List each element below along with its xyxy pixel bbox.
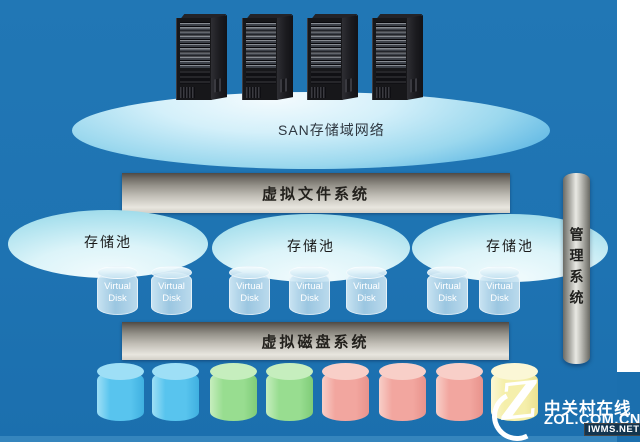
bottom-edge-strip: [0, 436, 617, 442]
virtual-disk-label: Virtual Disk: [486, 281, 513, 305]
cylinder-cap: [322, 363, 369, 380]
physical-disk-cylinder: [152, 363, 199, 421]
server-panel: [180, 71, 210, 84]
cylinder-cap: [266, 363, 313, 380]
cylinder-cap: [97, 363, 144, 380]
virtual-disk-cylinder: Virtual Disk: [427, 266, 468, 315]
storage-pool-label: 存储池: [84, 234, 132, 250]
server-front: [242, 18, 278, 100]
cylinder-cap: [289, 266, 330, 279]
virtual-disk-cylinder: Virtual Disk: [229, 266, 270, 315]
server-vents: [311, 87, 326, 98]
virtual-disk-cylinder: Virtual Disk: [151, 266, 192, 315]
physical-disk-cylinder: [379, 363, 426, 421]
virtual-disk-system-bar: 虚拟磁盘系统: [122, 322, 509, 360]
san-network-label: SAN存储域网络: [278, 122, 385, 138]
virtual-disk-label: Virtual Disk: [353, 281, 380, 305]
cylinder-cap: [427, 266, 468, 279]
server-panel: [246, 71, 276, 84]
cylinder-cap: [479, 266, 520, 279]
server-front: [176, 18, 212, 100]
cylinder-body: [289, 272, 330, 315]
cylinder-cap: [491, 363, 538, 380]
cylinder-cap: [210, 363, 257, 380]
server-side: [277, 15, 293, 100]
server-side: [342, 15, 358, 100]
virtual-disk-label: Virtual Disk: [236, 281, 263, 305]
watermark-site-name: 中关村在线: [544, 400, 632, 418]
cylinder-cap: [152, 363, 199, 380]
server-side-grill: [410, 77, 420, 93]
cylinder-body: [346, 272, 387, 315]
cylinder-body: [229, 272, 270, 315]
server-drive-bays: [180, 22, 210, 68]
server-panel: [376, 71, 406, 84]
virtual-disk-cylinder: Virtual Disk: [346, 266, 387, 315]
physical-disk-cylinder: [491, 363, 538, 421]
server-side: [407, 15, 423, 100]
virtual-file-system-bar: 虚拟文件系统: [122, 173, 510, 213]
tower-server-icon: [372, 12, 424, 102]
tower-server-icon: [242, 12, 294, 102]
physical-disk-cylinder: [266, 363, 313, 421]
virtual-disk-label: Virtual Disk: [158, 281, 185, 305]
virtual-disk-cylinder: Virtual Disk: [289, 266, 330, 315]
virtual-disk-label: Virtual Disk: [434, 281, 461, 305]
storage-pool-label: 存储池: [486, 238, 534, 254]
server-side-grill: [345, 77, 355, 93]
management-system-bar: 管理系统: [563, 173, 590, 364]
cylinder-cap: [436, 363, 483, 380]
server-front: [307, 18, 343, 100]
virtual-disk-cylinder: Virtual Disk: [479, 266, 520, 315]
server-drive-bays: [376, 22, 406, 68]
virtual-disk-system-label: 虚拟磁盘系统: [261, 333, 370, 351]
tower-server-icon: [176, 12, 228, 102]
server-front: [372, 18, 408, 100]
server-panel: [311, 71, 341, 84]
server-vents: [246, 87, 261, 98]
physical-disk-cylinder: [436, 363, 483, 421]
tower-server-icon: [307, 12, 359, 102]
server-vents: [180, 87, 195, 98]
cylinder-cap: [229, 266, 270, 279]
san-network-ellipse: [72, 92, 550, 169]
watermark-badge: IWMS.NET: [584, 423, 640, 436]
management-system-label: 管理系统: [568, 226, 585, 311]
virtual-disk-cylinder: Virtual Disk: [97, 266, 138, 315]
cylinder-cap: [379, 363, 426, 380]
server-vents: [376, 87, 391, 98]
cylinder-body: [479, 272, 520, 315]
server-drive-bays: [311, 22, 341, 68]
storage-pool-label: 存储池: [287, 238, 335, 254]
virtual-disk-label: Virtual Disk: [104, 281, 131, 305]
cylinder-cap: [151, 266, 192, 279]
cylinder-cap: [97, 266, 138, 279]
physical-disk-cylinder: [210, 363, 257, 421]
physical-disk-cylinder: [322, 363, 369, 421]
physical-disk-cylinder: [97, 363, 144, 421]
server-drive-bays: [246, 22, 276, 68]
server-side-grill: [214, 77, 224, 93]
cylinder-cap: [346, 266, 387, 279]
virtual-file-system-label: 虚拟文件系统: [261, 185, 370, 203]
virtual-disk-label: Virtual Disk: [296, 281, 323, 305]
cylinder-body: [151, 272, 192, 315]
zol-z-logo-letter: Z: [497, 369, 541, 432]
server-side-grill: [280, 77, 290, 93]
server-side: [211, 15, 227, 100]
